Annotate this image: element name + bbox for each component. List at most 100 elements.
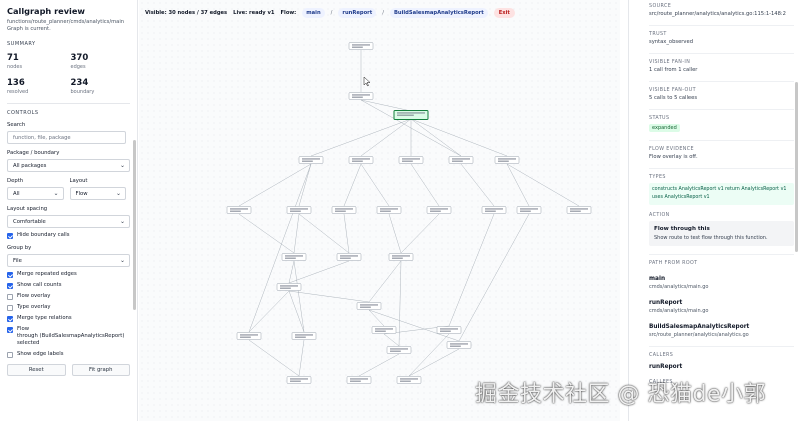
search-input[interactable]: function, file, package	[7, 131, 126, 144]
flow-through-checkbox[interactable]: Flow through (BuildSalesmapAnalyticsRepo…	[7, 326, 130, 347]
graph-node[interactable]	[236, 332, 262, 340]
node-label-placeholder	[397, 114, 414, 116]
summary-heading: SUMMARY	[7, 41, 36, 47]
graph-node[interactable]	[566, 206, 592, 214]
graph-node[interactable]	[348, 92, 374, 100]
node-label-placeholder	[450, 343, 468, 345]
call-edge	[360, 163, 390, 207]
graph-node[interactable]	[286, 206, 312, 214]
chevron-down-icon: ⌄	[119, 257, 125, 264]
call-edge	[506, 163, 530, 207]
search-label: Search	[7, 122, 26, 128]
graph-node[interactable]	[388, 253, 414, 261]
graph-node[interactable]	[448, 156, 474, 164]
edge-labels-checkbox[interactable]: Show edge labels	[7, 351, 130, 358]
node-label-placeholder	[350, 378, 368, 380]
breadcrumb-buildreport[interactable]: BuildSalesmapAnalyticsReport	[389, 8, 488, 18]
checkbox-unchecked-icon	[7, 351, 13, 358]
node-label-placeholder	[570, 208, 588, 210]
option-checkbox[interactable]: Merge repeated edges	[7, 271, 130, 278]
stat-label: boundary	[70, 89, 95, 95]
node-label-placeholder	[302, 160, 313, 162]
panel-scrollbar[interactable]	[795, 82, 798, 252]
checkbox-label: Show call counts	[17, 282, 62, 288]
group-select[interactable]: File⌄	[7, 254, 130, 267]
graph-node[interactable]	[386, 346, 412, 354]
layout-value: Flow	[75, 191, 88, 197]
stat-value: 370	[70, 53, 89, 63]
node-label-placeholder	[230, 210, 241, 212]
fanin-label: VISIBLE FAN-IN	[649, 60, 691, 65]
graph-node[interactable]	[426, 206, 452, 214]
sidebar-scrollbar[interactable]	[133, 140, 136, 310]
option-checkbox[interactable]: Flow overlay	[7, 293, 130, 300]
node-label-placeholder	[520, 208, 538, 210]
graph-node[interactable]	[436, 326, 462, 334]
call-edge	[368, 260, 402, 303]
call-edge	[298, 213, 350, 254]
graph-node[interactable]	[298, 156, 324, 164]
option-checkbox[interactable]: Show call counts	[7, 282, 130, 289]
caller-item[interactable]: runReport	[649, 364, 794, 370]
graph-node[interactable]	[398, 156, 424, 164]
node-label-placeholder	[450, 345, 461, 347]
graph-node[interactable]	[356, 302, 382, 310]
chevron-down-icon: ⌄	[53, 190, 59, 197]
graph-node[interactable]	[291, 332, 317, 340]
graph-node[interactable]	[346, 376, 372, 384]
call-edge	[288, 290, 370, 303]
fanin-value: 1 call from 1 caller	[649, 67, 698, 73]
graph-node[interactable]	[276, 283, 302, 291]
option-checkbox[interactable]: Type overlay	[7, 304, 130, 311]
fit-graph-button[interactable]: Fit graph	[71, 364, 130, 376]
call-graph[interactable]	[139, 0, 625, 421]
spacing-select[interactable]: Comfortable⌄	[7, 215, 130, 228]
call-edge	[293, 213, 300, 254]
breadcrumb-separator: /	[330, 10, 333, 16]
graph-node[interactable]	[331, 206, 357, 214]
depth-select[interactable]: All⌄	[7, 187, 64, 200]
call-edge	[388, 213, 402, 254]
depth-label: Depth	[7, 178, 24, 184]
graph-node[interactable]	[348, 156, 374, 164]
divider	[649, 53, 794, 54]
graph-node[interactable]	[481, 206, 507, 214]
call-edge	[458, 213, 530, 342]
graph-node[interactable]	[516, 206, 542, 214]
layout-select[interactable]: Flow⌄	[69, 187, 126, 200]
graph-node[interactable]	[348, 42, 374, 50]
hide-boundary-checkbox[interactable]: Hide boundary calls	[7, 232, 130, 239]
option-checkbox[interactable]: Merge type relations	[7, 315, 130, 322]
graph-node[interactable]	[286, 376, 312, 384]
graph-node[interactable]	[226, 206, 252, 214]
evidence-value: Flow overlay is off.	[649, 154, 698, 160]
package-label: Package / boundary	[7, 150, 60, 156]
call-edge	[288, 260, 350, 284]
graph-node[interactable]	[281, 253, 307, 261]
node-label-placeholder	[290, 208, 308, 210]
call-edge	[398, 260, 402, 347]
graph-node[interactable]	[371, 326, 397, 334]
fanout-label: VISIBLE FAN-OUT	[649, 88, 696, 93]
call-edge	[343, 213, 350, 254]
reset-button[interactable]: Reset	[7, 364, 66, 376]
graph-node[interactable]	[336, 253, 362, 261]
breadcrumb-main[interactable]: main	[302, 8, 325, 18]
exit-flow-button[interactable]: Exit	[493, 8, 515, 18]
node-label-placeholder	[285, 257, 296, 259]
graph-node[interactable]	[376, 206, 402, 214]
divider	[649, 346, 794, 347]
breadcrumb-runreport[interactable]: runReport	[338, 8, 377, 18]
types-label: TYPES	[649, 175, 666, 180]
divider	[649, 109, 794, 110]
package-select[interactable]: All packages⌄	[7, 159, 130, 172]
graph-node[interactable]	[446, 341, 472, 349]
checkbox-unchecked-icon	[7, 304, 13, 311]
graph-node[interactable]	[494, 156, 520, 164]
checkbox-label: Show edge labels	[17, 351, 64, 357]
graph-node[interactable]	[396, 376, 422, 384]
